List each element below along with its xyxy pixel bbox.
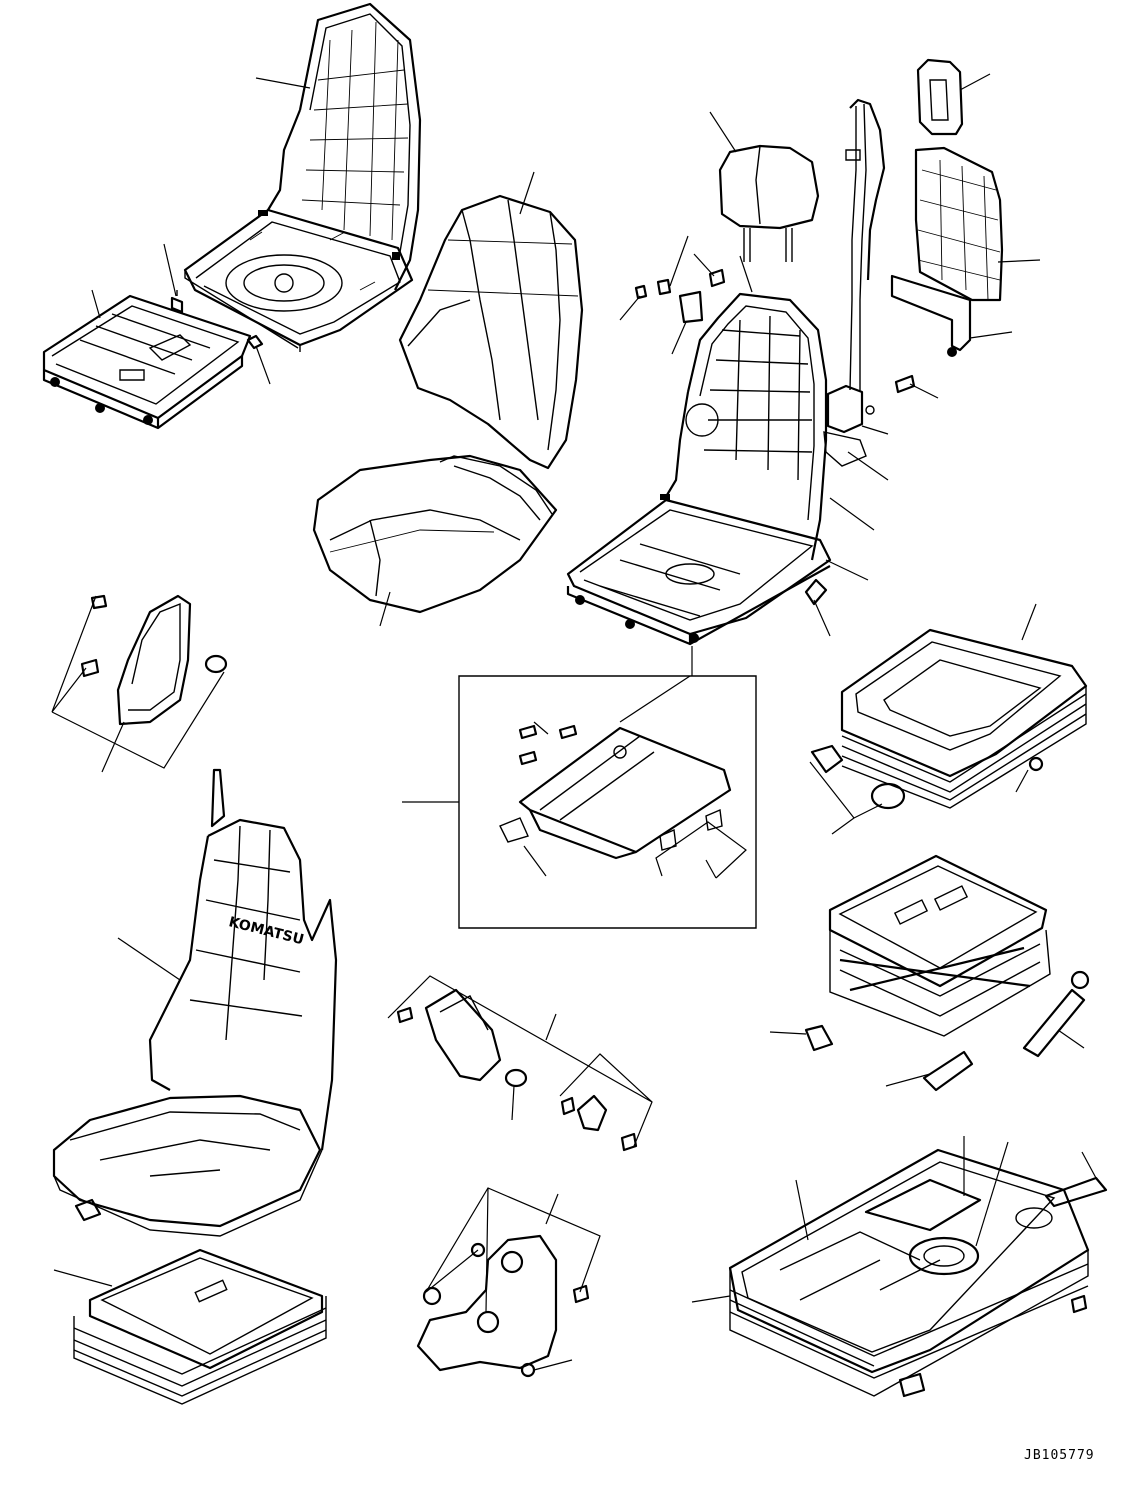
back-cushion-part	[400, 196, 582, 468]
drawing-id-label: JB105779	[1024, 1448, 1095, 1463]
side-cover-part	[418, 1236, 588, 1376]
armrest-pad-part	[918, 60, 962, 134]
rail-plate-part	[500, 726, 730, 858]
seat-frame-swivel-part	[185, 4, 420, 352]
back-cover-part	[916, 148, 1002, 300]
lever-knob-part	[398, 990, 636, 1150]
bracket-part	[892, 276, 970, 357]
seat-base-part	[74, 1250, 326, 1404]
leader-lines	[52, 74, 1096, 1370]
suspension-mechanism-part	[806, 856, 1088, 1090]
suspension-base-part	[730, 1150, 1106, 1396]
suspension-housing-part	[812, 630, 1086, 808]
bolt-part	[172, 290, 262, 348]
headrest-part	[720, 146, 818, 262]
seatbelt-part	[824, 100, 884, 466]
seat-back-frame-part	[568, 294, 830, 644]
side-shield-part	[82, 596, 226, 724]
slide-rail-plate-part	[44, 296, 250, 428]
small-hardware-parts	[636, 270, 914, 604]
complete-seat-part: KOMATSU	[54, 770, 336, 1236]
seat-cushion-part	[314, 456, 556, 612]
